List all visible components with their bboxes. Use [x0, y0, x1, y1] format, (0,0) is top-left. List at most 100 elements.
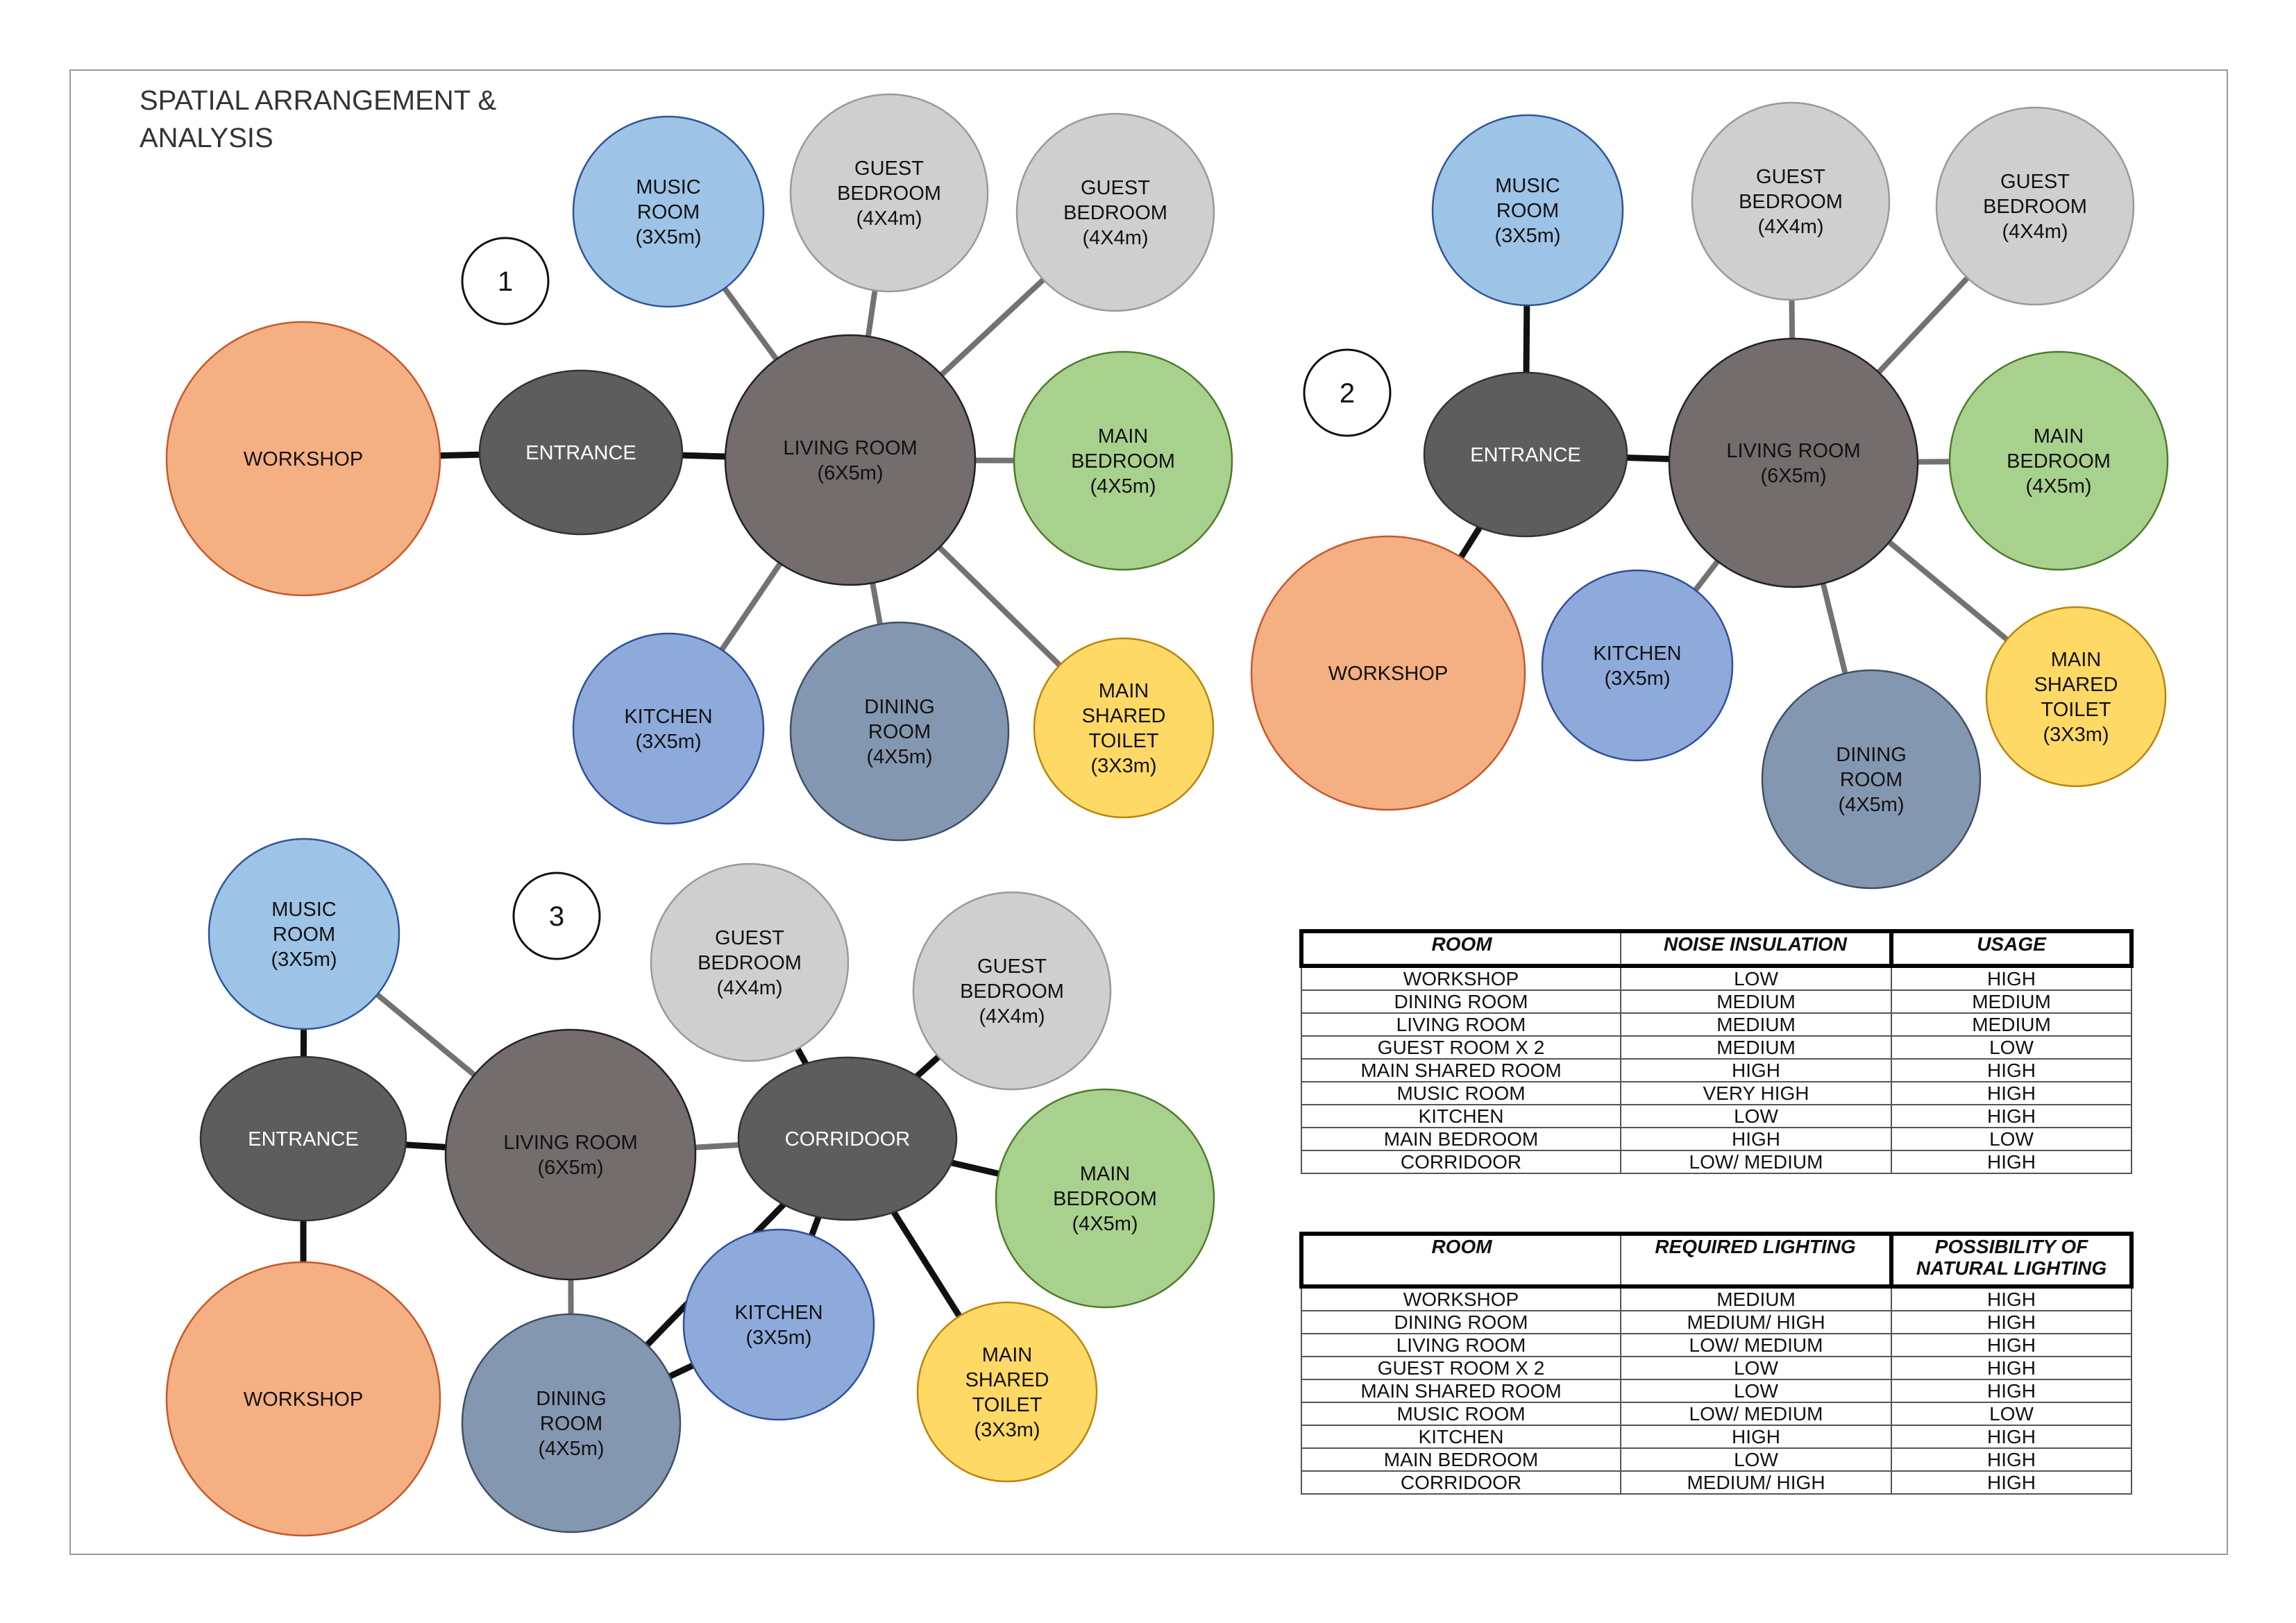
table-cell: CORRIDOOR	[1301, 1150, 1621, 1174]
bubble-kitchen: KITCHEN(3X5m)	[572, 632, 765, 825]
bubble-label: GUEST	[854, 158, 924, 180]
table-cell: MAIN BEDROOM	[1301, 1447, 1621, 1472]
bubble-shape	[737, 1056, 958, 1221]
table-cell: GUEST ROOM X 2	[1301, 1356, 1621, 1380]
bubble-living: LIVING ROOM(6X5m)	[1668, 337, 1919, 588]
lighting-table: ROOM REQUIRED LIGHTING POSSIBILITY OF NA…	[1299, 1232, 2134, 1495]
header-room: ROOM	[1299, 1232, 1621, 1289]
table-cell: LOW	[1620, 1104, 1892, 1128]
bubble-label: (4X4m)	[1757, 216, 1823, 238]
table-cell: KITCHEN	[1301, 1104, 1621, 1128]
bubble-label: BEDROOM	[1063, 202, 1167, 224]
bubble-shape	[461, 1313, 682, 1533]
page-frame	[69, 69, 2228, 1555]
bubble-label: BEDROOM	[2007, 450, 2111, 473]
bubble-label: (3X5m)	[635, 226, 701, 248]
bubble-label: TOILET	[1089, 730, 1159, 752]
number-circle	[461, 237, 550, 325]
bubble-label: (3X5m)	[745, 1327, 811, 1349]
table-cell: HIGH	[1891, 1425, 2132, 1449]
bubble-shape	[572, 115, 765, 308]
bubble-label: WORKSHOP	[1328, 663, 1448, 685]
bubble-label: (3X5m)	[1494, 225, 1560, 247]
bubble-label: DINING	[536, 1388, 607, 1410]
bubble-label: MAIN	[982, 1344, 1033, 1366]
bubble-label: ROOM	[273, 924, 335, 946]
bubble-living: LIVING ROOM(6X5m)	[444, 1028, 697, 1281]
bubble-shape	[650, 863, 850, 1062]
table-cell: MEDIUM	[1620, 1035, 1892, 1060]
table-cell: MEDIUM/ HIGH	[1620, 1470, 1892, 1495]
bubble-label: GUEST	[977, 955, 1047, 978]
header-line: POSSIBILITY OF	[1934, 1236, 2088, 1257]
bubble-shape	[165, 1261, 441, 1537]
bubble-shape	[1948, 350, 2169, 571]
table-cell: HIGH	[1891, 1150, 2132, 1174]
bubble-label: GUEST	[2000, 171, 2070, 193]
bubble-shape	[1935, 106, 2135, 306]
bubble-shape	[1431, 114, 1624, 307]
bubble-shape	[478, 369, 684, 536]
table-cell: HIGH	[1620, 1058, 1892, 1082]
bubble-label: BEDROOM	[1053, 1188, 1157, 1210]
bubble-label: MAIN	[1098, 425, 1149, 448]
bubble-label: BEDROOM	[1071, 450, 1175, 473]
bubble-shape	[199, 1055, 407, 1222]
bubble-shape	[724, 334, 977, 586]
table-cell: HIGH	[1891, 1447, 2132, 1472]
number-label: 1	[498, 266, 513, 297]
table-cell: LOW	[1891, 1127, 2132, 1151]
bubble-entrance: ENTRANCE	[478, 369, 684, 536]
bubble-shape	[572, 632, 765, 825]
bubble-shape	[995, 1088, 1215, 1309]
bubble-shape	[916, 1301, 1098, 1483]
bubble-label: (4X5m)	[538, 1438, 604, 1460]
bubble-label: (4X4m)	[1082, 227, 1148, 249]
bubble-label: (3X3m)	[974, 1419, 1040, 1441]
bubble-label: (4X5m)	[866, 746, 932, 768]
table-cell: MEDIUM	[1891, 989, 2132, 1014]
table-cell: MEDIUM	[1620, 1012, 1892, 1037]
title-line-2: ANALYSIS	[140, 123, 273, 153]
bubble-music: MUSIC ROOM (3X5m)	[208, 838, 400, 1030]
bubble-label: (3X5m)	[271, 949, 337, 971]
bubble-label: MAIN	[1099, 680, 1149, 702]
bubble-workshop: WORKSHOP	[165, 321, 441, 597]
bubble-label: MUSIC	[271, 899, 336, 921]
table-cell: LOW	[1891, 1402, 2132, 1426]
table-cell: LOW/ MEDIUM	[1620, 1150, 1892, 1174]
bubble-shape	[1250, 535, 1526, 811]
page-title: SPATIAL ARRANGEMENT & ANALYSIS	[140, 82, 496, 157]
bubble-label: BEDROOM	[1739, 191, 1843, 213]
bubble-shape	[912, 891, 1112, 1091]
bubble-kitchen: KITCHEN(3X5m)	[682, 1228, 875, 1421]
bubble-entrance: ENTRANCE	[199, 1055, 407, 1222]
bubble-label: TOILET	[972, 1394, 1043, 1416]
bubble-workshop: WORKSHOP	[1250, 535, 1526, 811]
bubble-shape	[1691, 101, 1891, 301]
bubble-label: KITCHEN	[624, 706, 712, 728]
bubble-label: ENTRANCE	[525, 442, 636, 464]
table-cell: HIGH	[1891, 1356, 2132, 1380]
bubble-label: BEDROOM	[698, 952, 802, 974]
bubble-shape	[789, 93, 989, 293]
header-line: NATURAL LIGHTING	[1916, 1257, 2107, 1279]
bubble-label: BEDROOM	[1983, 196, 2087, 218]
